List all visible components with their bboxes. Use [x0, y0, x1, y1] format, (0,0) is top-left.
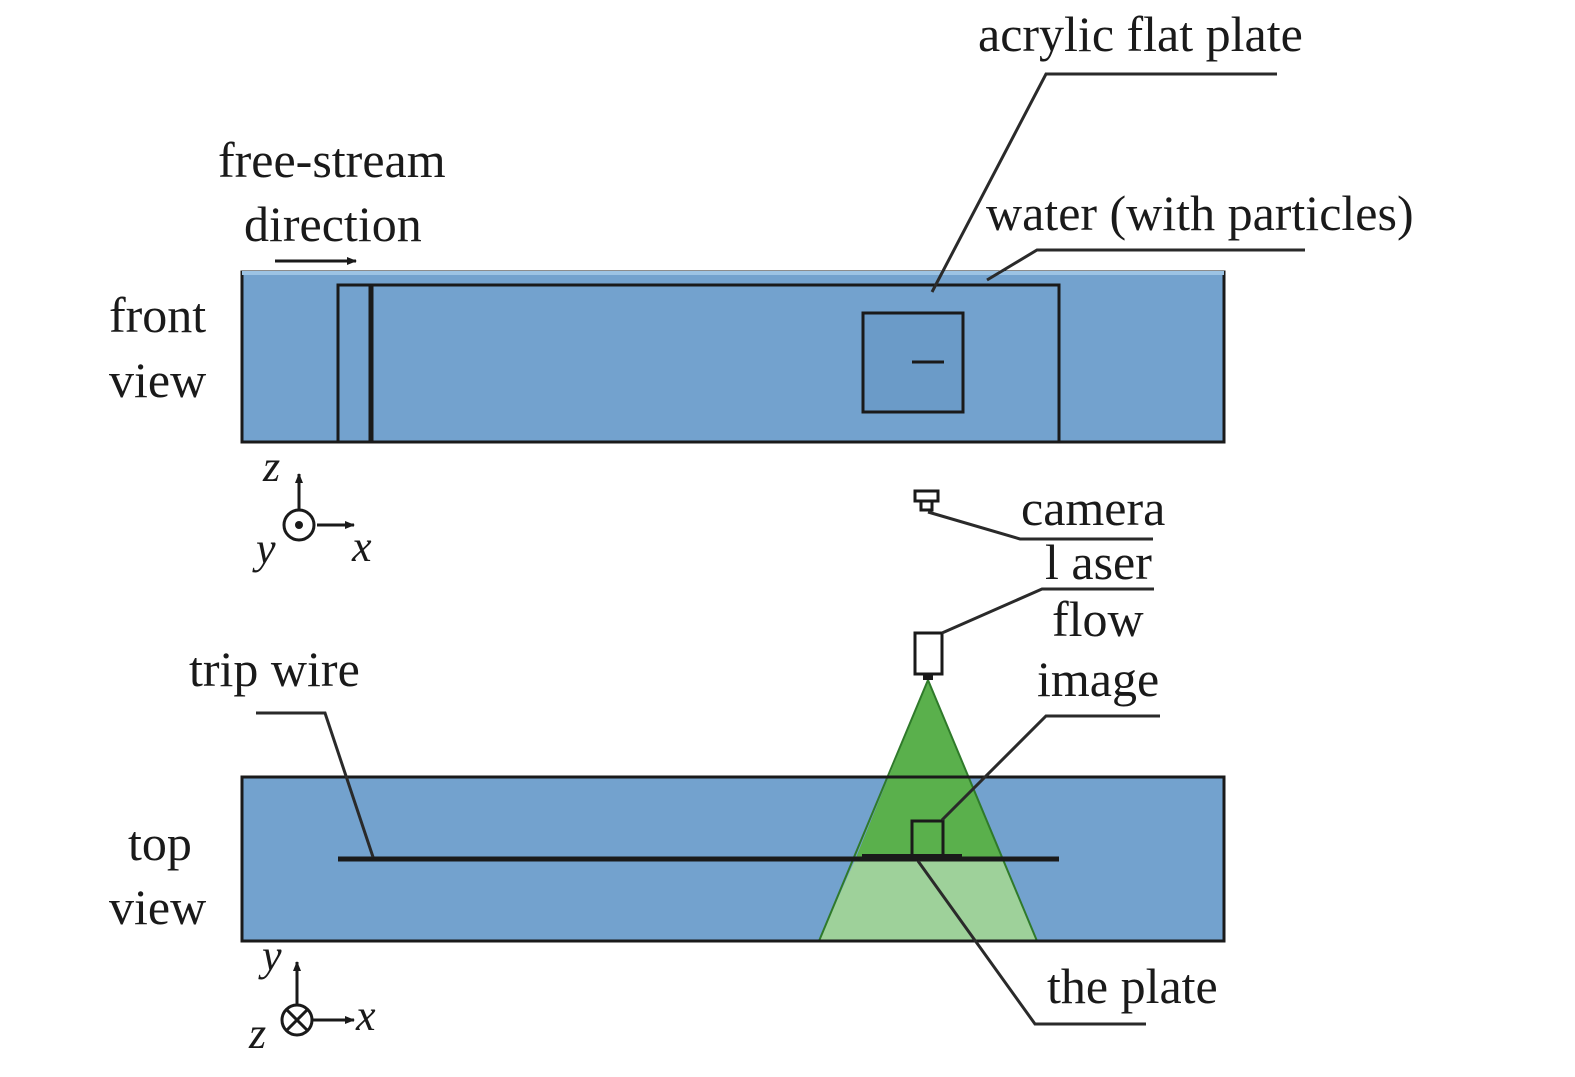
acrylic-flat-plate-front — [336, 283, 1061, 444]
label-water: water (with particles) — [986, 185, 1414, 241]
laser-sheet-right-edge — [927, 679, 1038, 942]
leader-lines — [256, 72, 1305, 1026]
label-flow: flow — [1052, 591, 1144, 647]
label-front: front — [109, 287, 206, 343]
leader-the-plate — [916, 860, 1146, 1026]
front-x-label: x — [351, 522, 372, 571]
top-y-label: y — [258, 931, 282, 980]
label-camera: camera — [1021, 480, 1165, 536]
label-acrylic-flat-plate: acrylic flat plate — [978, 6, 1303, 62]
front-y-label: y — [252, 524, 276, 573]
laser-sheet-upper — [855, 680, 1003, 860]
top-view-axes: y z x — [248, 931, 376, 1058]
front-z-label: z — [262, 442, 280, 491]
label-laser: l aser — [1045, 534, 1152, 590]
front-view-axes: z y x — [252, 442, 372, 573]
flow-image-window — [910, 819, 945, 859]
label-front-view: view — [109, 352, 206, 408]
label-direction: direction — [244, 196, 422, 252]
labels: acrylic flat plate free-stream direction… — [109, 6, 1414, 1014]
laser-sheet-left-edge — [818, 679, 929, 942]
top-x-label: x — [355, 991, 376, 1040]
leader-flow-image — [940, 714, 1160, 822]
front-view — [240, 257, 1226, 444]
y-out-dot — [295, 521, 303, 529]
camera-icon — [913, 489, 940, 512]
label-top-view: view — [109, 879, 206, 935]
z-into-cross-b — [284, 1007, 310, 1033]
top-view — [240, 631, 1226, 943]
laser-aperture — [923, 674, 933, 680]
label-free-stream: free-stream — [218, 132, 446, 188]
label-the-plate: the plate — [1047, 958, 1218, 1014]
leader-trip-wire — [256, 711, 375, 858]
leader-camera — [927, 510, 1153, 541]
laser-sheet-lower — [819, 860, 1037, 941]
leader-acrylic-plate — [930, 72, 1277, 293]
leader-water — [986, 248, 1305, 282]
laser-unit — [913, 631, 944, 676]
label-trip-wire: trip wire — [189, 641, 360, 697]
leader-laser — [941, 587, 1154, 635]
label-image: image — [1037, 651, 1159, 707]
top-z-label: z — [248, 1009, 266, 1058]
label-top: top — [128, 815, 192, 871]
front-view-water-tank — [240, 270, 1226, 444]
